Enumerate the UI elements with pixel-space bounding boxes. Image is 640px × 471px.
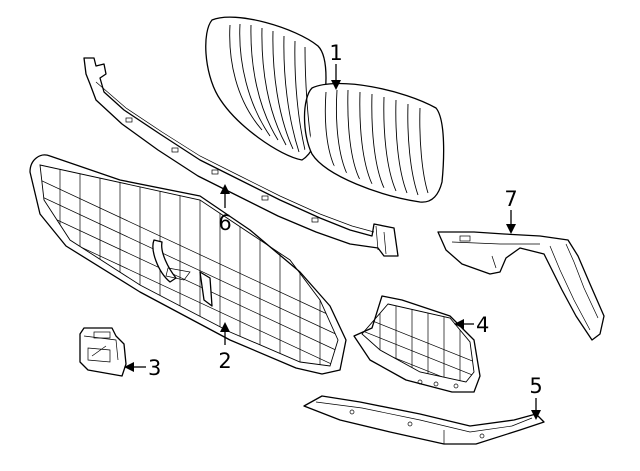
air-duct-part xyxy=(437,231,605,341)
callout-5-label: 5 xyxy=(529,374,542,398)
callout-2: 2 xyxy=(218,322,232,373)
callout-3-label: 3 xyxy=(148,356,161,380)
callout-6: 6 xyxy=(218,184,232,235)
callout-4: 4 xyxy=(454,313,489,337)
callout-5: 5 xyxy=(529,374,543,420)
lower-bumper-grille-part xyxy=(29,154,347,375)
callout-7: 7 xyxy=(504,187,518,234)
callout-2-label: 2 xyxy=(218,349,231,373)
lower-trim-strip-part xyxy=(303,395,545,445)
callout-1: 1 xyxy=(329,41,343,90)
upper-bracket-strip-part xyxy=(83,57,399,257)
callout-4-label: 4 xyxy=(476,313,489,337)
callout-6-label: 6 xyxy=(218,211,231,235)
hex-mesh-pattern xyxy=(40,165,338,366)
callout-1-label: 1 xyxy=(329,41,342,65)
kidney-grille-part xyxy=(205,16,445,203)
side-grille-insert-part xyxy=(353,295,481,393)
callout-3: 3 xyxy=(124,356,161,380)
sensor-bracket-part xyxy=(79,327,127,377)
callout-7-label: 7 xyxy=(504,187,517,211)
